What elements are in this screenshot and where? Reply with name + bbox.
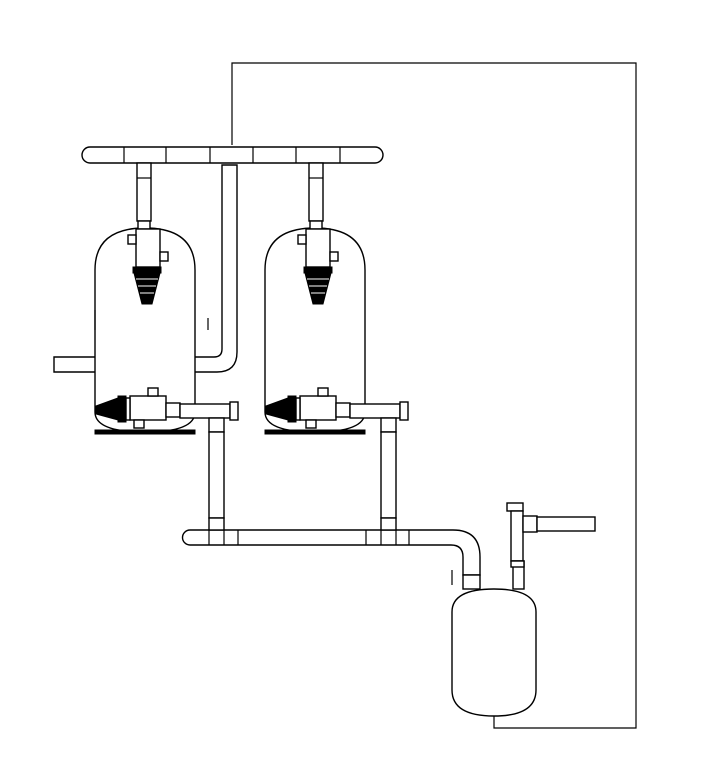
tee-left bbox=[179, 401, 239, 433]
outlet-riser bbox=[506, 502, 525, 590]
vertical-risers bbox=[208, 431, 397, 519]
return-line bbox=[231, 62, 637, 729]
top-valve-left bbox=[127, 162, 169, 305]
top-valve-right bbox=[297, 162, 339, 305]
bottom-manifold bbox=[181, 517, 481, 590]
outlet-pipe bbox=[522, 515, 596, 533]
bottom-valve-right bbox=[264, 387, 366, 435]
bottom-valve-left bbox=[94, 387, 196, 435]
brine-tank bbox=[451, 588, 537, 717]
top-manifold bbox=[81, 146, 384, 164]
tee-right bbox=[349, 401, 409, 433]
inlet-pipe bbox=[53, 164, 238, 373]
